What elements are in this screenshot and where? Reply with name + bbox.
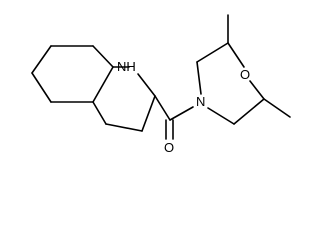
bond (92, 66, 114, 103)
bond (31, 72, 52, 103)
morpholine-ring (196, 42, 265, 125)
bond (233, 98, 265, 125)
bond (137, 73, 156, 97)
molecule-structure: NH N O O (31, 14, 291, 155)
bond (196, 42, 229, 63)
amide-linkage (154, 95, 194, 140)
methyl-bond (263, 98, 291, 118)
atom-label-nh: NH (117, 59, 136, 74)
atom-label-o-ring: O (240, 67, 250, 82)
bond (92, 101, 107, 125)
bond (249, 80, 265, 100)
bond (92, 45, 114, 68)
bond (227, 42, 245, 68)
bond (207, 107, 235, 125)
methyl-groups (227, 14, 291, 118)
bond (31, 45, 52, 74)
bond (196, 61, 202, 95)
bond (141, 95, 156, 132)
bond (169, 106, 194, 121)
bond (105, 123, 143, 132)
bond (154, 95, 171, 121)
pyrrolidine-ring (92, 66, 156, 132)
atom-label-n: N (196, 94, 205, 109)
cyclohexane-ring (31, 45, 114, 103)
atom-label-o-carbonyl: O (164, 140, 174, 155)
